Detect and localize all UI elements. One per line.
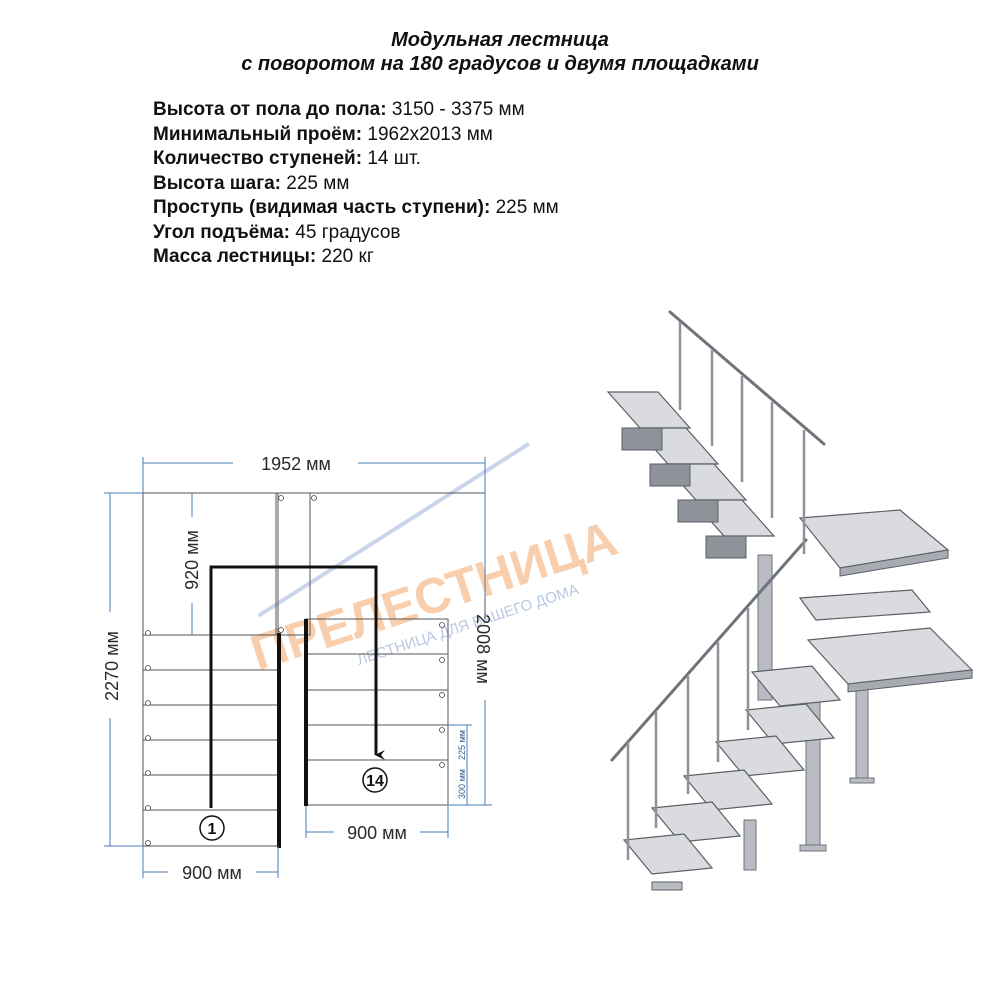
bolt-marker <box>145 665 151 671</box>
lower-step <box>714 735 806 777</box>
last-step-marker <box>362 767 388 793</box>
spec-label: Высота от пола до пола: <box>153 99 387 120</box>
upper-step <box>606 391 692 429</box>
step-bracket <box>705 535 747 559</box>
title-line-2: с поворотом на 180 градусов и двумя площ… <box>241 53 759 75</box>
watermark-roof-line <box>257 442 530 618</box>
bolt-marker <box>439 762 445 768</box>
bolt-marker <box>439 622 445 628</box>
bolt-marker <box>439 657 445 663</box>
spec-tread: Проступь (видимая часть ступени): 225 мм <box>153 196 559 221</box>
first-step-marker <box>199 815 225 841</box>
lower-landing-edge <box>847 669 973 693</box>
spec-value: 45 градусов <box>295 221 401 243</box>
dim-left-width: 900 мм <box>182 863 242 883</box>
dim-right-height: 2008 мм <box>473 614 493 684</box>
bolt-marker <box>145 770 151 776</box>
dim-total-height: 2270 мм <box>102 631 122 701</box>
column-base <box>849 777 875 784</box>
spec-opening: Минимальный проём: 1962x2013 мм <box>153 123 559 148</box>
step-bracket <box>649 463 691 487</box>
first-step-number: 1 <box>208 821 217 838</box>
bolt-marker <box>278 495 284 501</box>
staircase-3d-illustration <box>606 310 974 891</box>
dim-landing: 920 мм <box>182 530 202 590</box>
dimension-lines <box>104 457 492 878</box>
spec-label: Проступь (видимая часть ступени): <box>153 197 491 218</box>
spec-floor-height: Высота от пола до пола: 3150 - 3375 мм <box>153 98 559 123</box>
dim-right-width: 900 мм <box>347 823 407 843</box>
spec-value: 3150 - 3375 мм <box>391 99 525 120</box>
spec-label: Угол подъёма: <box>153 221 290 243</box>
spec-value: 14 шт. <box>367 148 421 169</box>
last-step-number: 14 <box>366 773 384 790</box>
dim-total-width: 1952 мм <box>261 454 331 474</box>
middle-step <box>798 589 932 621</box>
upper-landing-edge <box>839 549 949 577</box>
title-line-1: Модульная лестница <box>391 29 609 51</box>
lower-step <box>622 833 714 875</box>
lower-step <box>750 665 842 707</box>
support-column <box>743 819 757 871</box>
spec-label: Высота шага: <box>153 172 282 194</box>
bottom-foot <box>651 881 683 891</box>
upper-handrail <box>668 310 826 446</box>
lower-handrail <box>610 538 808 762</box>
bolt-marker <box>278 627 284 633</box>
spec-value: 225 мм <box>286 172 350 194</box>
support-column <box>855 679 869 781</box>
dim-step-depth: 300 мм <box>457 769 467 799</box>
bolt-marker <box>145 630 151 636</box>
spec-angle: Угол подъёма: 45 градусов <box>153 221 559 246</box>
lower-step <box>682 769 774 811</box>
spec-label: Количество ступеней: <box>153 148 363 169</box>
spec-step-height: Высота шага: 225 мм <box>153 172 559 197</box>
bolt-marker <box>145 735 151 741</box>
step-bracket <box>621 427 663 451</box>
spec-list: Высота от пола до пола: 3150 - 3375 мм М… <box>153 98 559 270</box>
bolt-marker <box>145 805 151 811</box>
spec-value: 225 мм <box>495 197 559 218</box>
walking-path-arrow <box>209 565 385 808</box>
bolt-marker <box>439 692 445 698</box>
spec-step-count: Количество ступеней: 14 шт. <box>153 147 559 172</box>
step-bracket <box>677 499 719 523</box>
dim-step-height: 225 мм <box>457 730 467 760</box>
column-base <box>799 844 827 852</box>
bolt-marker <box>311 495 317 501</box>
bolt-marker <box>145 700 151 706</box>
spec-mass: Масса лестницы: 220 кг <box>153 245 559 270</box>
spec-label: Масса лестницы: <box>153 246 317 267</box>
lower-step <box>744 703 836 745</box>
spec-label: Минимальный проём: <box>153 123 363 145</box>
bolt-marker <box>145 840 151 846</box>
plan-bolts <box>145 495 445 846</box>
spec-value: 1962x2013 мм <box>367 123 493 145</box>
lower-step <box>650 801 742 843</box>
spec-value: 220 кг <box>321 246 374 267</box>
plan-center-post-zone <box>275 492 311 636</box>
bolt-marker <box>439 727 445 733</box>
